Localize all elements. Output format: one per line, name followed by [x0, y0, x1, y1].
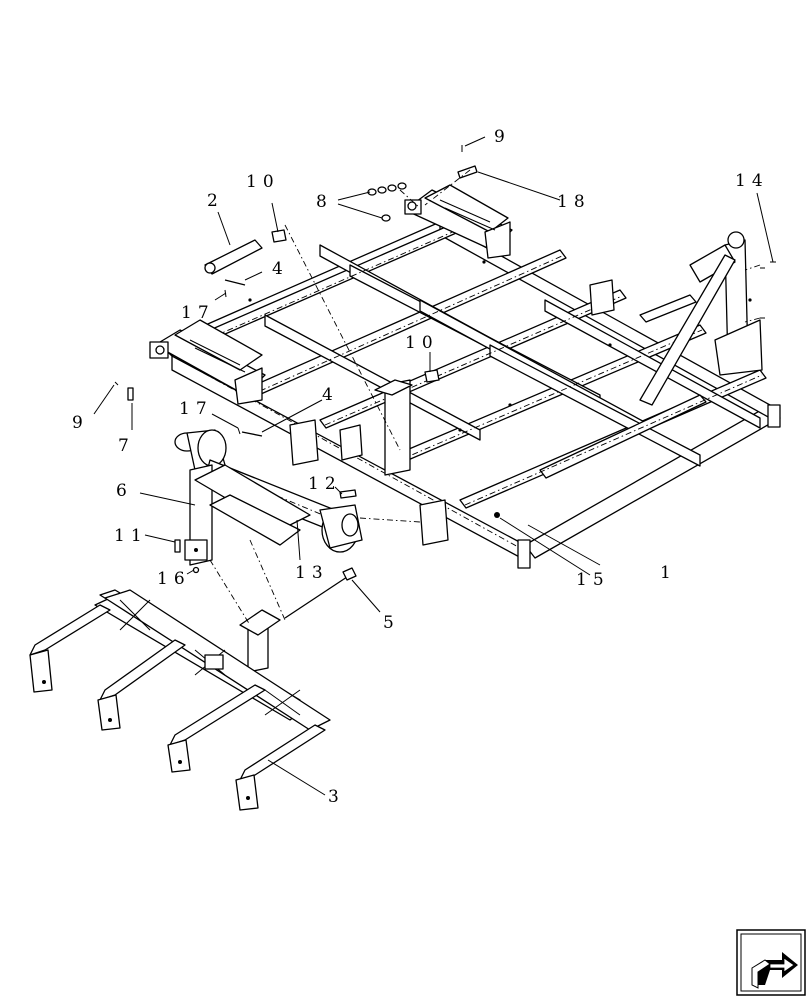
assembly-centerlines: [209, 169, 761, 626]
callout-7: 7: [118, 436, 135, 456]
callout-12: 12: [308, 474, 342, 494]
shank-assembly: [29, 589, 331, 811]
callout-16: 16: [157, 569, 191, 589]
callout-18: 18: [557, 192, 591, 212]
main-frame: [159, 211, 781, 569]
callout-14: 14: [735, 171, 769, 191]
callout-11: 11: [114, 526, 148, 546]
callout-17-upper: 17: [181, 303, 215, 323]
hitch-bracket-left: [149, 319, 266, 405]
hitch-bracket-right: [404, 184, 513, 259]
leader-lines: [93, 136, 774, 796]
callout-5: 5: [383, 613, 400, 633]
callout-9-top: 9: [494, 127, 511, 147]
next-page-arrow-icon[interactable]: [736, 929, 806, 996]
callout-4-lower: 4: [322, 385, 339, 405]
callout-10-upper: 10: [246, 172, 280, 192]
callout-15: 15: [576, 570, 610, 590]
callout-8: 8: [316, 192, 333, 212]
callout-3: 3: [328, 787, 345, 807]
callout-2: 2: [207, 191, 224, 211]
callout-1: 1: [660, 563, 677, 583]
callouts: 1 2 3 4 4 5 6 7 8 9 9 10 10 11 12 13 14 …: [72, 127, 769, 807]
callout-10-middle: 10: [405, 333, 439, 353]
callout-6: 6: [116, 481, 133, 501]
callout-17-lower: 17: [179, 399, 213, 419]
callout-4-upper: 4: [272, 259, 289, 279]
mount-assembly: [174, 429, 363, 566]
callout-9-left: 9: [72, 413, 89, 433]
callout-13: 13: [295, 563, 329, 583]
loose-parts: [114, 145, 776, 619]
